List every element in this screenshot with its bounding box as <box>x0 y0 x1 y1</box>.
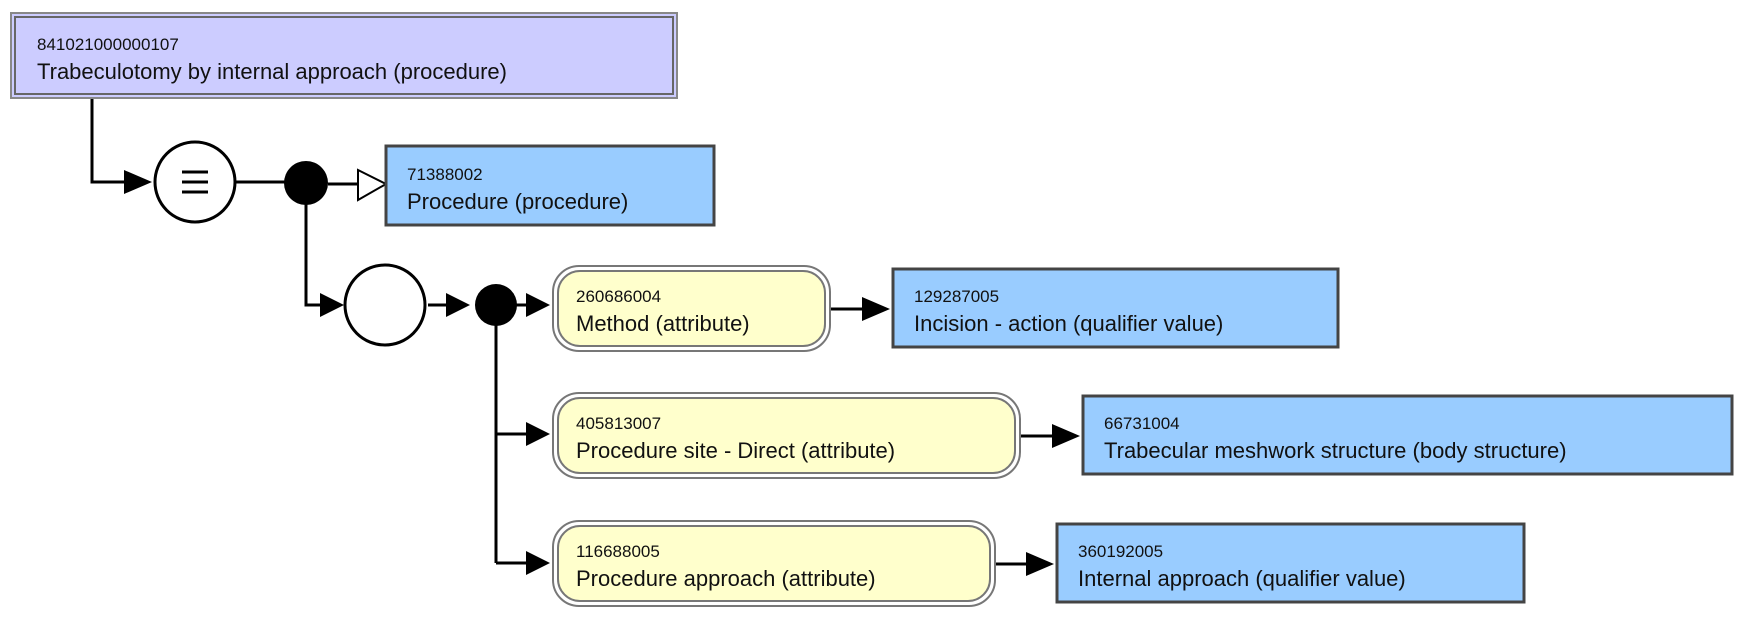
arrowhead <box>526 422 550 446</box>
value-node-internal-approach[interactable]: 360192005 Internal approach (qualifier v… <box>1055 522 1526 604</box>
parent-concept-id: 71388002 <box>407 165 483 184</box>
arrowhead <box>320 293 344 317</box>
arrowhead <box>1052 424 1080 448</box>
value-label: Incision - action (qualifier value) <box>914 311 1223 336</box>
root-concept-node[interactable]: 841021000000107 Trabeculotomy by interna… <box>10 12 678 99</box>
value-label: Trabecular meshwork structure (body stru… <box>1104 438 1567 463</box>
root-concept-label: Trabeculotomy by internal approach (proc… <box>37 59 507 84</box>
arrowhead <box>124 170 152 194</box>
arrowhead <box>1026 552 1054 576</box>
value-id: 360192005 <box>1078 542 1163 561</box>
arrowhead <box>526 293 550 317</box>
equivalence-icon <box>153 140 237 224</box>
attribute-group-icon <box>343 263 427 347</box>
parent-concept-node[interactable]: 71388002 Procedure (procedure) <box>384 144 716 227</box>
attribute-node-procedure-site[interactable]: 405813007 Procedure site - Direct (attri… <box>552 392 1021 479</box>
attribute-label: Method (attribute) <box>576 311 750 336</box>
value-id: 129287005 <box>914 287 999 306</box>
attribute-id: 260686004 <box>576 287 661 306</box>
attribute-label: Procedure approach (attribute) <box>576 566 876 591</box>
arrowhead <box>862 297 890 321</box>
arrowhead <box>526 551 550 575</box>
attribute-id: 405813007 <box>576 414 661 433</box>
conjunction-dot-icon <box>284 161 328 205</box>
hollow-arrow-icon <box>357 168 389 202</box>
root-concept-id: 841021000000107 <box>37 35 179 54</box>
attribute-id: 116688005 <box>576 542 660 561</box>
value-label: Internal approach (qualifier value) <box>1078 566 1406 591</box>
connector-to-group <box>304 184 320 307</box>
attribute-node-procedure-approach[interactable]: 116688005 Procedure approach (attribute) <box>552 520 996 607</box>
conjunction-dot-icon <box>475 284 517 326</box>
connectors <box>90 98 1080 576</box>
parent-concept-label: Procedure (procedure) <box>407 189 628 214</box>
attribute-node-method[interactable]: 260686004 Method (attribute) <box>552 265 831 352</box>
arrowhead <box>446 293 470 317</box>
value-node-trabecular-meshwork[interactable]: 66731004 Trabecular meshwork structure (… <box>1081 394 1734 476</box>
value-id: 66731004 <box>1104 414 1180 433</box>
attribute-label: Procedure site - Direct (attribute) <box>576 438 895 463</box>
connector-root-to-definition <box>90 98 124 184</box>
value-node-incision[interactable]: 129287005 Incision - action (qualifier v… <box>891 267 1340 349</box>
